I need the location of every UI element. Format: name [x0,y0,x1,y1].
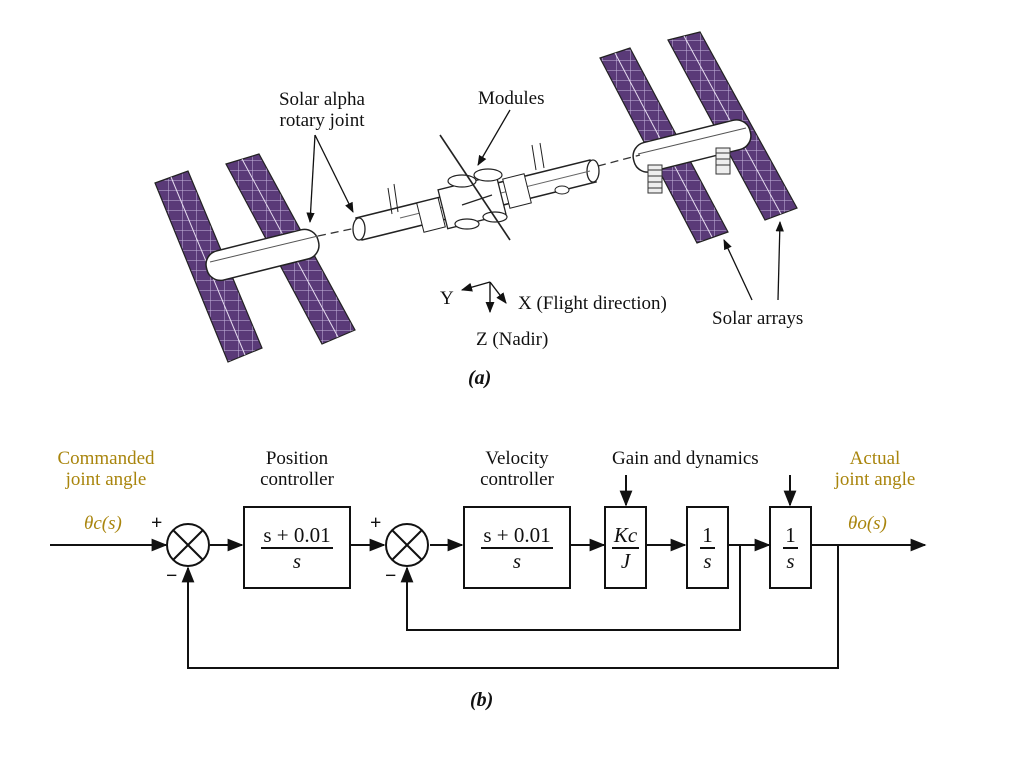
position-controller-title-line2: controller [260,469,334,490]
gain-numerator: Kc [611,522,640,549]
gain-denominator: J [620,548,631,573]
position-controller-numerator: s + 0.01 [261,522,333,549]
left-solar-array [154,153,356,363]
axis-y-label: Y [440,288,454,309]
gain-block-tf: Kc J [605,507,646,588]
output-label: Actual joint angle [815,448,935,490]
space-station-illustration [154,31,798,363]
position-controller-title-line1: Position [265,448,329,469]
sarj-label-line1: Solar alpha [278,89,365,110]
integrator-2-numerator: 1 [783,522,798,549]
truss-and-modules [352,134,600,241]
sum1-minus-sign: − [166,565,178,587]
input-label: Commanded joint angle [36,448,176,490]
sum2-plus-sign: + [370,512,382,534]
sum2-minus-sign: − [385,565,397,587]
velocity-controller-numerator: s + 0.01 [481,522,553,549]
velocity-controller-title-line2: controller [480,469,554,490]
integrator-1-numerator: 1 [700,522,715,549]
sarj-label: Solar alpha rotary joint [262,89,382,131]
caption-a: (a) [468,367,492,389]
velocity-controller-title: Velocity controller [457,448,577,490]
axis-triad [460,281,507,314]
position-controller-tf: s + 0.01 s [244,507,350,588]
input-label-line2: joint angle [65,469,147,490]
sum1-plus-sign: + [151,512,163,534]
caption-b: (b) [470,689,494,711]
integrator-1-denominator: s [703,548,712,573]
integrator-1-tf: 1 s [687,507,728,588]
velocity-controller-tf: s + 0.01 s [464,507,570,588]
output-signal: θo(s) [848,513,887,534]
integrator-2-denominator: s [786,548,795,573]
solar-arrays-label: Solar arrays [712,308,804,329]
output-label-line1: Actual [849,448,901,469]
axis-x-label: X (Flight direction) [518,293,667,314]
position-controller-title: Position controller [237,448,357,490]
summing-junction-1 [166,523,210,567]
input-label-line1: Commanded [57,448,155,469]
right-solar-array [599,31,798,244]
summing-junction-2 [385,523,429,567]
output-label-line2: joint angle [834,469,916,490]
velocity-controller-denominator: s [512,548,522,573]
input-signal: θc(s) [84,513,122,534]
gain-dynamics-label: Gain and dynamics [612,448,759,469]
integrator-2-tf: 1 s [770,507,811,588]
modules-label: Modules [478,88,545,109]
position-controller-denominator: s [292,548,302,573]
sarj-label-line2: rotary joint [279,110,365,131]
axis-z-label: Z (Nadir) [476,329,549,350]
velocity-controller-title-line1: Velocity [485,448,549,469]
